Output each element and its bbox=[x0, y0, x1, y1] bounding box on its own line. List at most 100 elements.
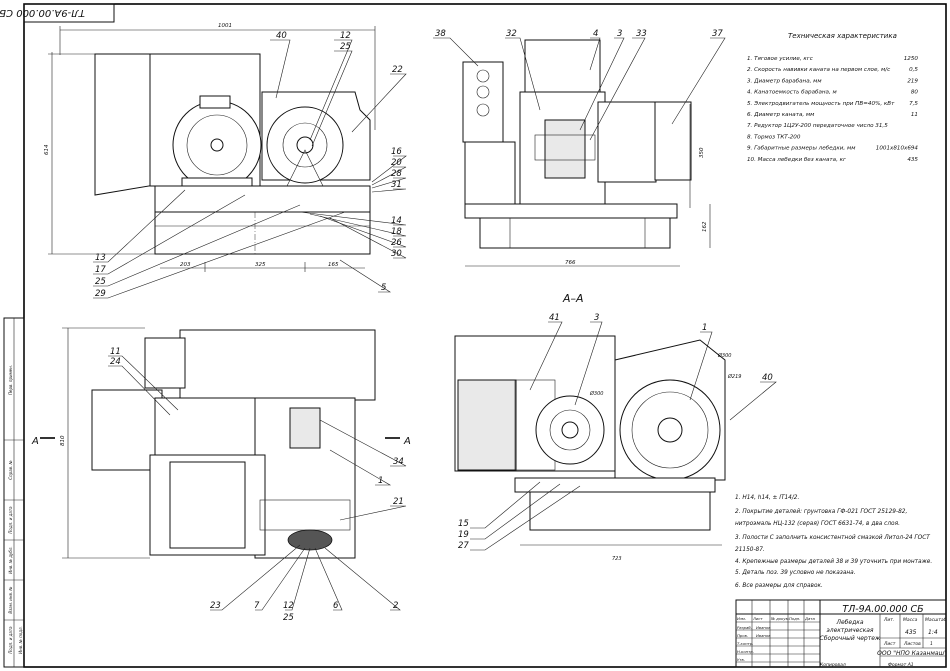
tb-row-label: Дата bbox=[804, 616, 816, 621]
callout-v2: 37 bbox=[712, 29, 723, 39]
dim-v4-d3: Ø300 bbox=[589, 390, 603, 397]
tb-name-line: Лебедка bbox=[835, 619, 863, 626]
tb-mass: 435 bbox=[905, 629, 917, 636]
note-line: 21150-87. bbox=[735, 547, 765, 553]
view-front bbox=[48, 26, 407, 299]
callout-v4: 41 bbox=[549, 313, 560, 323]
callout-v4: 40 bbox=[762, 373, 773, 383]
spec-row-value: 11 bbox=[911, 112, 918, 118]
tb-copied: Копировал bbox=[820, 662, 846, 668]
callout-v2: 38 bbox=[435, 29, 446, 39]
dim-v1-b1: 203 bbox=[180, 262, 191, 268]
dim-v2-r2: 162 bbox=[702, 221, 708, 232]
callout-v4: 19 bbox=[458, 530, 469, 540]
spec-row-value: 1001х810х694 bbox=[876, 146, 919, 152]
spec-row-label: 7. Редуктор 1Ц2У-200 передаточное число … bbox=[747, 123, 888, 129]
note-line: нитроэмаль НЦ-132 (серая) ГОСТ 6631-74, … bbox=[735, 521, 900, 527]
title-block bbox=[735, 599, 947, 668]
section-mark-left: A bbox=[31, 436, 39, 447]
tb-sheet: Лист bbox=[883, 641, 896, 647]
callout-v1: 12 bbox=[340, 31, 351, 41]
note-line: 4. Крепежные размеры деталей 38 и 39 уто… bbox=[735, 559, 932, 565]
archive-strip-label: Взам. инв. № bbox=[8, 586, 13, 613]
callout-v3: 12 bbox=[283, 601, 294, 611]
callout-v2: 33 bbox=[636, 29, 647, 39]
callout-v1: 13 bbox=[95, 253, 106, 263]
archive-strip-label: Подп. и дата bbox=[8, 506, 13, 534]
section-mark-right: A bbox=[403, 436, 411, 447]
archive-strip-label: Справ. № bbox=[8, 460, 13, 479]
callout-v3: 6 bbox=[333, 601, 339, 611]
spec-row-value: 1250 bbox=[904, 56, 919, 62]
callout-v3: 2 bbox=[393, 601, 398, 611]
callout-v4: 3 bbox=[594, 313, 599, 323]
spec-row-label: 1. Тяговое усилие, кгс bbox=[747, 56, 813, 62]
spec-row-label: 3. Диаметр барабана, мм bbox=[747, 78, 822, 84]
notes-list: 1. Н14, h14, ± IT14/2.2. Покрытие детале… bbox=[735, 495, 932, 589]
note-line: 6. Все размеры для справок. bbox=[735, 583, 823, 589]
callout-v1: 20 bbox=[391, 158, 402, 168]
callout-v3: 7 bbox=[254, 601, 260, 611]
spec-row-label: 4. Канатоемкость барабана, м bbox=[747, 90, 838, 96]
callout-v1: 17 bbox=[95, 265, 106, 275]
spec-list: 1. Тяговое усилие, кгс 1250 2. Скорость на… bbox=[747, 56, 918, 163]
callout-v1: 26 bbox=[391, 238, 402, 248]
spec-row-label: 8. Тормоз ТКТ-200 bbox=[747, 134, 801, 140]
tb-sheets: Листов bbox=[903, 641, 921, 647]
tb-row-label: № докум. bbox=[770, 616, 790, 621]
dim-v2-bottom: 766 bbox=[565, 260, 576, 266]
callout-v2: 32 bbox=[506, 29, 517, 39]
spec-row-label: 10. Масса лебедки без каната, кг bbox=[747, 157, 846, 163]
callout-v1: 28 bbox=[391, 169, 402, 179]
callout-v1: 22 bbox=[392, 65, 403, 75]
tb-name-line: электрическая bbox=[826, 627, 873, 634]
tb-sheets-count: 1 bbox=[930, 641, 933, 647]
dim-v1-b3: 165 bbox=[328, 262, 339, 268]
callout-v2: 3 bbox=[617, 29, 622, 39]
callout-v3: 25 bbox=[283, 613, 294, 623]
tb-row-label: Подп. bbox=[789, 616, 801, 621]
tb-row-label: Лист bbox=[752, 616, 763, 621]
tb-person: Иванов bbox=[756, 633, 771, 638]
archive-strip-label: Перв. примен. bbox=[8, 365, 13, 395]
tb-designation: ТЛ-9А.00.000 СБ bbox=[842, 604, 924, 615]
spec-title: Техническая характеристика bbox=[788, 32, 897, 40]
view-side bbox=[433, 37, 726, 267]
spec-row-label: 5. Электродвигатель мощность при ПВ=40%,… bbox=[747, 101, 895, 107]
note-line: 2. Покрытие деталей: грунтовка ГФ-021 ГО… bbox=[735, 509, 907, 515]
tb-row-label: Н.контр. bbox=[737, 649, 754, 654]
section-title: А–А bbox=[562, 292, 584, 305]
callout-v3: 23 bbox=[210, 601, 221, 611]
spec-row-value: 80 bbox=[911, 90, 919, 96]
archive-strip-label: Инв. № дубл. bbox=[8, 546, 13, 573]
view-section-aa bbox=[454, 321, 777, 551]
callout-v1: 30 bbox=[391, 249, 402, 259]
spec-row-value: 7,5 bbox=[909, 101, 918, 107]
dim-v3-left: 810 bbox=[60, 435, 66, 446]
rotated-stamp bbox=[23, 3, 115, 23]
spec-row-label: 2. Скорость навивки каната на первом сло… bbox=[747, 67, 890, 73]
callout-v1: 5 bbox=[381, 283, 386, 293]
note-line: 3. Полости С заполнить консистентной сма… bbox=[735, 535, 930, 541]
spec-row-value: 219 bbox=[907, 78, 918, 84]
rotated-stamp-text: ТЛ-9А.00.000 СБ bbox=[0, 7, 85, 18]
tb-scale-header: Масштаб bbox=[925, 617, 947, 623]
dim-v2-r1: 350 bbox=[699, 147, 705, 158]
callout-v3: 34 bbox=[393, 457, 404, 467]
callout-v1: 25 bbox=[340, 42, 351, 52]
dim-v4-d1: Ø300 bbox=[717, 352, 731, 359]
archive-strip-label: Подп. и дата bbox=[8, 626, 13, 654]
tb-mass-header: Масса bbox=[903, 617, 918, 623]
archive-strip-label: Инв. № подл. bbox=[18, 626, 23, 654]
callout-v2: 4 bbox=[593, 29, 598, 39]
callout-v3: 1 bbox=[378, 476, 383, 486]
tb-row-label: Разраб. bbox=[737, 625, 752, 630]
spec-row-label: 6. Диаметр каната, мм bbox=[747, 112, 815, 118]
callout-v1: 25 bbox=[95, 277, 106, 287]
callout-v1: 40 bbox=[276, 31, 287, 41]
spec-row-value: 435 bbox=[907, 157, 918, 163]
tb-row-label: Т.контр. bbox=[737, 641, 753, 646]
dim-v1-top: 1001 bbox=[218, 23, 232, 29]
dim-v1-b2: 325 bbox=[255, 262, 266, 268]
